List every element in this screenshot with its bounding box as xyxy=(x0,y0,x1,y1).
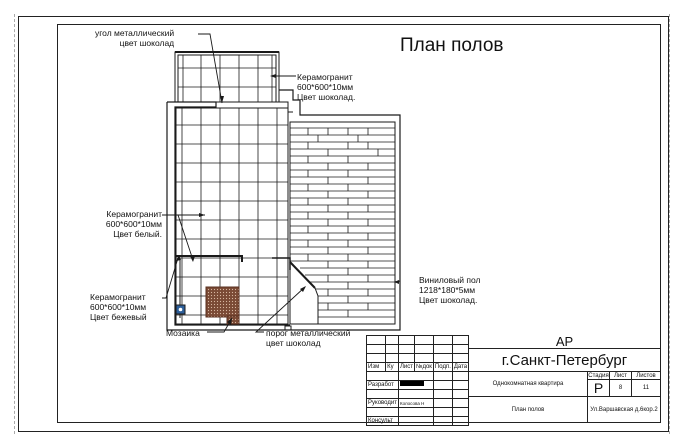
callout-ceramic-chocolate: Керамогранит 600*600*10мм Цвет шоколад. xyxy=(297,72,355,102)
header-cell: Кy xyxy=(385,362,399,372)
callout-line: Цвет белый. xyxy=(113,229,162,239)
callout-vinyl-floor: Виниловый пол 1218*180*5мм Цвет шоколад. xyxy=(419,275,480,305)
callout-line: Цвет шоколад. xyxy=(297,92,356,102)
callout-line: цвет шоколад xyxy=(266,338,321,348)
callout-line: 600*600*10мм xyxy=(90,302,147,312)
callout-line: цвет шоколад xyxy=(119,38,175,48)
revision-header-row: Изм Кy Лист №док Подп. Дата xyxy=(365,362,470,372)
sheet-title: План полов xyxy=(469,397,588,423)
callout-line: порог металлический xyxy=(266,328,351,338)
header-cell: Лист xyxy=(397,362,416,372)
callout-line: Мозаика xyxy=(166,328,200,338)
sheets-value: 11 xyxy=(632,380,660,397)
signature-row: Руководит Колосова Н xyxy=(366,398,470,408)
signature-row: Разработ xyxy=(366,380,470,390)
callout-line: 600*600*10мм xyxy=(105,219,162,229)
sheet-label: Лист xyxy=(610,372,632,380)
role-label: Консульт xyxy=(366,416,399,426)
document-code: АР xyxy=(469,335,660,349)
room-vinyl xyxy=(289,121,396,325)
callout-mosaic: Мозаика xyxy=(166,328,200,338)
callout-line: Керамогранит xyxy=(90,292,146,302)
sheet-outer-border xyxy=(18,16,669,432)
drawing-frame xyxy=(57,24,661,423)
title-block: Изм Кy Лист №док Подп. Дата Разработ Рук… xyxy=(365,335,661,426)
revision-table: Изм Кy Лист №док Подп. Дата Разработ Рук… xyxy=(365,335,470,426)
role-label: Разработ xyxy=(366,380,399,390)
mosaic-area xyxy=(205,286,240,318)
callout-threshold-metal: порог металлический цвет шоколад xyxy=(266,328,350,348)
project-name: Однокомнатная квартира xyxy=(469,372,588,397)
header-cell: №док xyxy=(414,362,434,372)
sheet-trim-guides xyxy=(14,14,670,434)
stage-label: Стадия xyxy=(588,372,610,380)
callout-line: Керамогранит xyxy=(297,72,353,82)
callout-ceramic-beige: Керамогранит 600*600*10мм Цвет бежевый xyxy=(90,292,147,322)
address: Ул.Варшавская д.6кор.2 xyxy=(590,407,658,413)
redacted-name xyxy=(399,381,424,387)
stage-value: Р xyxy=(588,380,610,397)
callout-line: Виниловый пол xyxy=(419,275,481,285)
header-cell: Дата xyxy=(451,362,470,372)
room-top xyxy=(174,51,280,103)
callout-line: 600*600*10мм xyxy=(297,82,354,92)
callout-line: 1218*180*5мм xyxy=(419,285,476,295)
callout-line: угол металлический xyxy=(95,28,175,38)
callout-ceramic-white: Керамогранит 600*600*10мм Цвет белый. xyxy=(96,209,162,239)
sheets-label: Листов xyxy=(632,372,660,380)
callout-line: Керамогранит xyxy=(106,209,162,219)
drawing-title: План полов xyxy=(400,35,504,56)
role-label: Руководит xyxy=(366,398,399,408)
header-cell: Подп. xyxy=(432,362,453,372)
signature-row: Консульт xyxy=(366,416,470,426)
sheet-value: 8 xyxy=(610,380,632,397)
city: г.Санкт-Петербург xyxy=(469,349,660,372)
header-cell: Изм xyxy=(365,362,387,372)
callout-line: Цвет шоколад. xyxy=(419,295,478,305)
person-name: Колосова Н xyxy=(397,398,434,408)
callout-line: Цвет бежевый xyxy=(90,312,147,322)
callout-corner-metal: угол металлический цвет шоколад xyxy=(95,28,174,48)
title-block-main: АР г.Санкт-Петербург Однокомнатная кварт… xyxy=(468,335,661,423)
